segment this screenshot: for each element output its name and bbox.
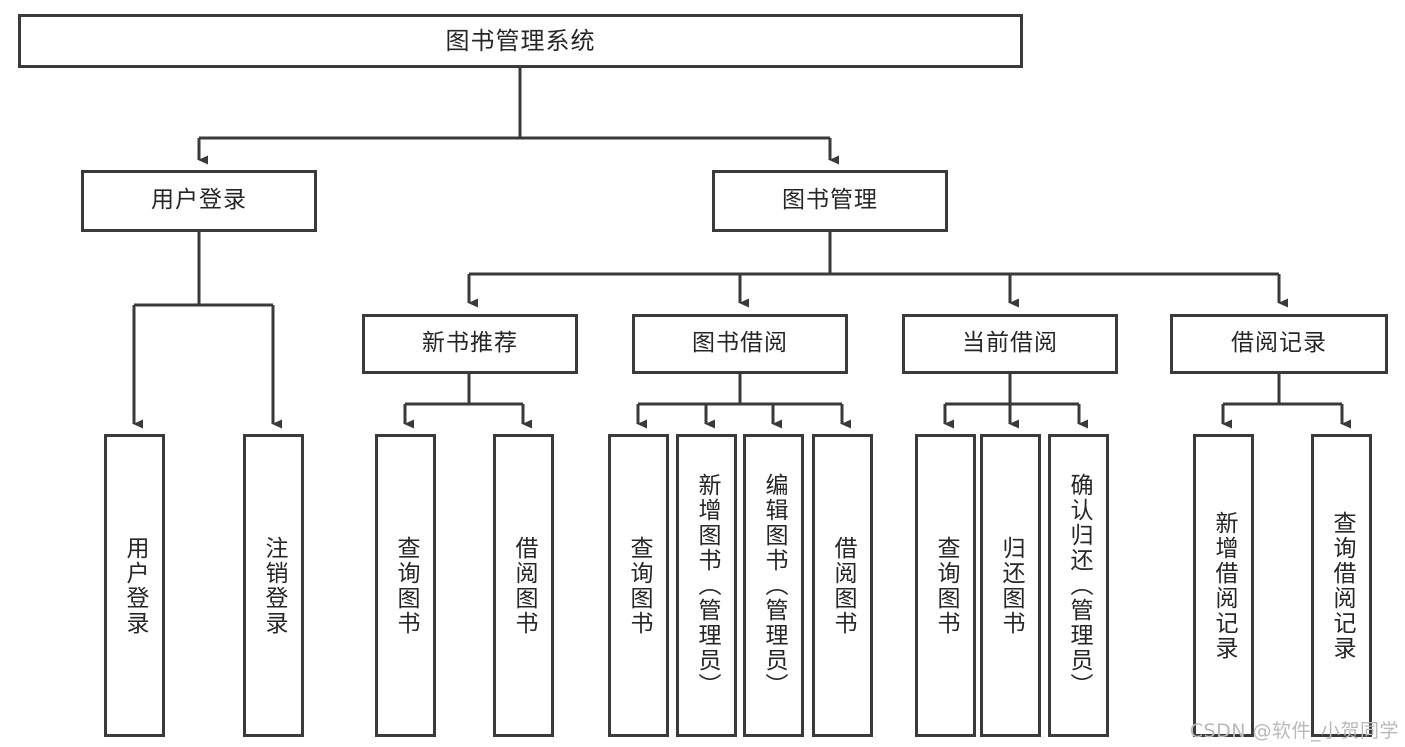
node-book-management[interactable]: 图书管理 xyxy=(712,170,948,232)
node-label: 查询图书 xyxy=(626,535,653,636)
leaf-query-book-recommend[interactable]: 查询图书 xyxy=(375,434,436,737)
node-label: 归还图书 xyxy=(998,535,1025,636)
node-label: 注销登录 xyxy=(261,535,288,636)
node-label: 借阅图书 xyxy=(830,535,857,636)
node-borrow-record[interactable]: 借阅记录 xyxy=(1170,314,1388,374)
node-label: 新书推荐 xyxy=(422,330,518,357)
node-label: 新增借阅记录 xyxy=(1211,510,1238,661)
node-label: 编辑图书（管理员） xyxy=(761,473,788,698)
node-label: 图书借阅 xyxy=(692,330,788,357)
node-label: 用户登录 xyxy=(122,535,149,636)
leaf-add-book-admin[interactable]: 新增图书（管理员） xyxy=(676,434,737,737)
node-label: 当前借阅 xyxy=(962,330,1058,357)
node-new-book-recommend[interactable]: 新书推荐 xyxy=(362,314,578,374)
leaf-query-borrow-record[interactable]: 查询借阅记录 xyxy=(1311,434,1372,737)
leaf-add-borrow-record[interactable]: 新增借阅记录 xyxy=(1193,434,1254,737)
node-label: 图书管理系统 xyxy=(445,26,596,55)
node-book-borrow[interactable]: 图书借阅 xyxy=(632,314,848,374)
leaf-query-book-borrow[interactable]: 查询图书 xyxy=(608,434,669,737)
leaf-query-book-current[interactable]: 查询图书 xyxy=(915,434,976,737)
node-label: 借阅记录 xyxy=(1231,330,1327,357)
node-label: 查询图书 xyxy=(933,535,960,636)
node-label: 查询借阅记录 xyxy=(1329,510,1356,661)
node-label: 查询图书 xyxy=(393,535,420,636)
leaf-borrow-book-recommend[interactable]: 借阅图书 xyxy=(493,434,554,737)
node-user-login[interactable]: 用户登录 xyxy=(81,170,317,232)
node-label: 新增图书（管理员） xyxy=(694,473,721,698)
leaf-confirm-return-admin[interactable]: 确认归还（管理员） xyxy=(1048,434,1109,737)
leaf-logout[interactable]: 注销登录 xyxy=(243,434,304,737)
leaf-borrow-book[interactable]: 借阅图书 xyxy=(812,434,873,737)
node-label: 借阅图书 xyxy=(511,535,538,636)
node-label: 图书管理 xyxy=(782,187,878,214)
node-label: 确认归还（管理员） xyxy=(1066,473,1093,698)
node-label: 用户登录 xyxy=(151,187,247,214)
watermark: CSDN @软件_小贺同学 xyxy=(1189,720,1399,742)
leaf-user-login[interactable]: 用户登录 xyxy=(104,434,165,737)
leaf-edit-book-admin[interactable]: 编辑图书（管理员） xyxy=(743,434,804,737)
node-current-borrow[interactable]: 当前借阅 xyxy=(902,314,1118,374)
leaf-return-book[interactable]: 归还图书 xyxy=(980,434,1041,737)
node-root-book-management-system[interactable]: 图书管理系统 xyxy=(18,14,1023,68)
